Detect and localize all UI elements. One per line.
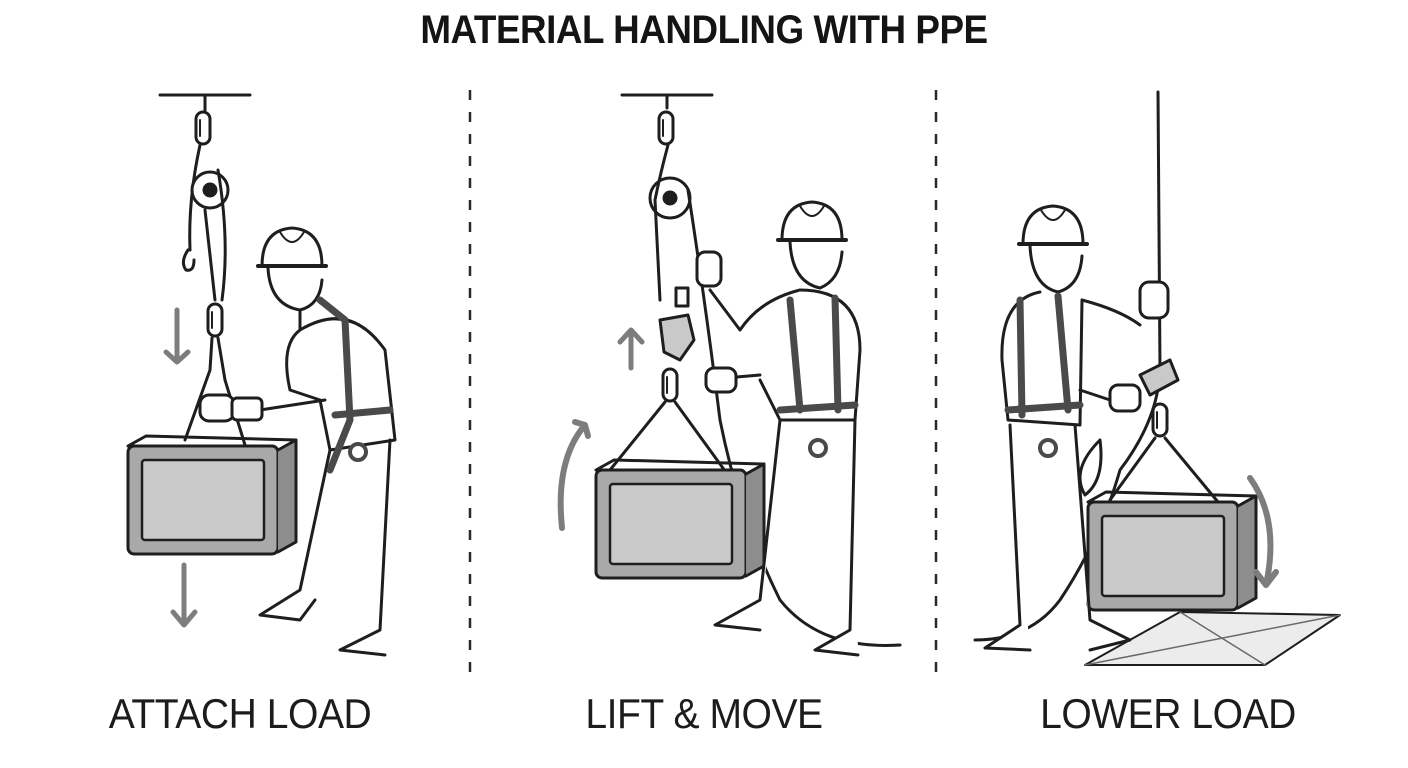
arrow-down-lower (170, 562, 198, 628)
caption-lift-move: LIFT & MOVE (585, 690, 823, 737)
panel-attach-load (126, 93, 397, 657)
arrow-down-upper (163, 307, 191, 365)
arrow-curve-down (1247, 475, 1279, 588)
panel-lift-move (557, 93, 902, 657)
caption-lower-load: LOWER LOAD (1040, 690, 1296, 737)
diagram-title: MATERIAL HANDLING WITH PPE (420, 8, 988, 52)
arrow-curve-up (557, 419, 591, 531)
panel-lower-load (973, 90, 1341, 666)
arrow-up-small (617, 327, 645, 371)
caption-attach-load: ATTACH LOAD (108, 690, 372, 737)
